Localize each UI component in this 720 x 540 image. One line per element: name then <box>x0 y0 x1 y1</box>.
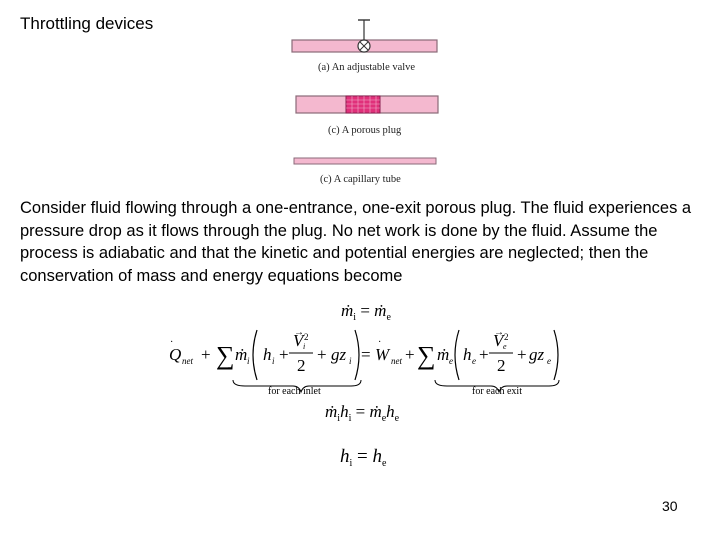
capillary-tube-diagram <box>293 157 437 165</box>
svg-text:2: 2 <box>304 332 309 342</box>
porous-plug-diagram <box>295 95 439 114</box>
svg-text:→: → <box>294 327 304 338</box>
svg-text:+: + <box>479 345 489 364</box>
svg-text:+: + <box>517 345 527 364</box>
svg-text:V: V <box>293 331 306 350</box>
svg-text:e: e <box>449 356 453 366</box>
svg-text:+: + <box>317 345 327 364</box>
svg-text:e: e <box>472 356 476 366</box>
svg-text:gz: gz <box>529 345 545 364</box>
svg-text:e: e <box>547 356 551 366</box>
svg-text:+: + <box>201 345 211 364</box>
svg-text:→: → <box>494 327 504 338</box>
svg-text:+: + <box>279 345 289 364</box>
svg-text:V: V <box>493 331 506 350</box>
svg-text:i: i <box>349 356 352 366</box>
svg-text:i: i <box>303 342 305 351</box>
svg-text:2: 2 <box>297 356 306 375</box>
svg-text:·: · <box>170 337 173 348</box>
svg-text:net: net <box>391 356 402 366</box>
plug-caption: (c) A porous plug <box>328 125 402 136</box>
svg-text:2: 2 <box>497 356 506 375</box>
adjustable-valve-diagram <box>291 19 438 53</box>
svg-text:i: i <box>247 356 250 366</box>
slide-title: Throttling devices <box>20 14 154 33</box>
enthalpy-equation: hi = he <box>340 446 387 469</box>
mass-enthalpy-equation: ṁihi = ṁehe <box>325 402 400 424</box>
svg-text:+: + <box>405 345 415 364</box>
svg-text:W: W <box>375 345 391 364</box>
inlet-brace-label: for each inlet <box>268 386 321 397</box>
svg-text:Q: Q <box>169 345 181 364</box>
svg-text:h: h <box>263 345 272 364</box>
svg-text:h: h <box>463 345 472 364</box>
valve-caption: (a) An adjustable valve <box>318 62 415 73</box>
svg-text:2: 2 <box>504 332 509 342</box>
page-number: 30 <box>662 498 678 514</box>
svg-text:=: = <box>361 345 371 364</box>
svg-text:∑: ∑ <box>216 341 235 370</box>
svg-text:gz: gz <box>331 345 347 364</box>
body-paragraph: Consider fluid flowing through a one-ent… <box>20 199 692 285</box>
exit-brace-label: for each exit <box>472 386 522 397</box>
svg-text:·: · <box>378 337 381 348</box>
energy-balance-equation: Q · net + ∑ ṁ i h i + V → 2 i 2 + gz i =… <box>169 327 560 394</box>
tube-caption: (c) A capillary tube <box>320 174 401 185</box>
mass-balance-equation: ṁi = ṁe <box>341 301 391 323</box>
svg-text:net: net <box>182 356 193 366</box>
svg-text:e: e <box>503 342 507 351</box>
throttling-devices-figure: (a) An adjustable valve (c) A porous plu… <box>291 19 439 185</box>
svg-text:ṁ: ṁ <box>235 345 247 364</box>
svg-text:i: i <box>272 356 275 366</box>
svg-text:∑: ∑ <box>417 341 436 370</box>
svg-text:ṁ: ṁ <box>437 345 449 364</box>
